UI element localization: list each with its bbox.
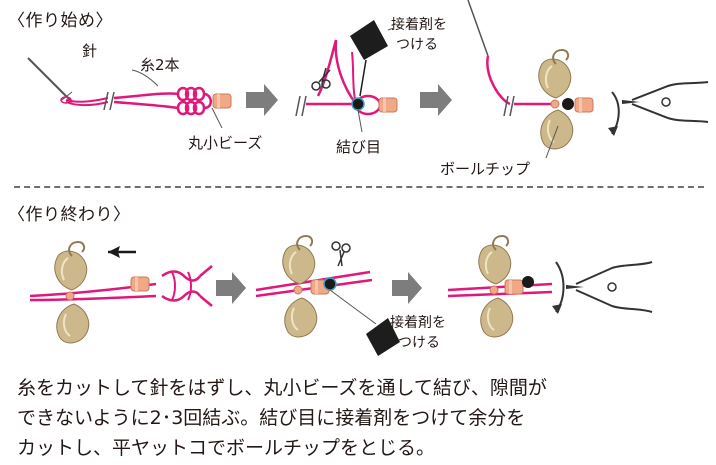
bead-label: 丸小ビーズ [188, 134, 263, 152]
end-section-title: 〈作り終わり〉 [8, 205, 131, 225]
instruction-line-3: カットし、平ヤットコでボールチップをとじる。 [17, 437, 436, 459]
needle-icon [27, 57, 73, 103]
bead-icon [212, 93, 232, 109]
pliers-icon [566, 261, 653, 313]
step-arrow-3 [216, 272, 246, 304]
knot-icon [351, 97, 365, 111]
scissors-icon [311, 67, 331, 91]
instructions: 糸をカットして針をはずし、丸小ビーズを通して結び、隙間が できないように2･3回… [17, 373, 707, 463]
instruction-line-2: できないように2･3回結ぶ。結び目に接着剤をつけて余分を [17, 407, 526, 429]
start-step3-figure [467, 0, 709, 159]
glue-label-end-line2: つける [398, 335, 440, 351]
step-arrow-4 [392, 272, 422, 304]
section-divider [14, 186, 704, 188]
glue-label-start-line2: つける [396, 37, 438, 53]
glue-label-end-line1: 接着剤を [390, 315, 446, 331]
needle-label: 針 [82, 42, 98, 60]
start-step1-figure [27, 57, 232, 129]
start-step2-figure [295, 20, 398, 133]
scissors-icon [331, 241, 351, 267]
instruction-line-1: 糸をカットして針をはずし、丸小ビーズを通して結び、隙間が [17, 377, 547, 399]
knot-label: 結び目 [336, 138, 382, 156]
glue-tube-icon [366, 318, 400, 356]
ball-tip-label: ボールチップ [440, 160, 531, 178]
step-arrow-1 [246, 84, 278, 116]
step-arrow-2 [420, 84, 452, 116]
glue-label-start-line1: 接着剤を [391, 17, 447, 33]
pliers-icon [622, 81, 709, 123]
ball-tip-icon [537, 49, 574, 150]
end-step1-figure [29, 241, 213, 344]
glue-tube-icon [350, 20, 388, 97]
end-step2-figure [255, 235, 400, 356]
threads-label: 糸2本 [140, 56, 180, 74]
end-step3-figure [447, 235, 653, 338]
start-section-title: 〈作り始め〉 [8, 11, 113, 31]
